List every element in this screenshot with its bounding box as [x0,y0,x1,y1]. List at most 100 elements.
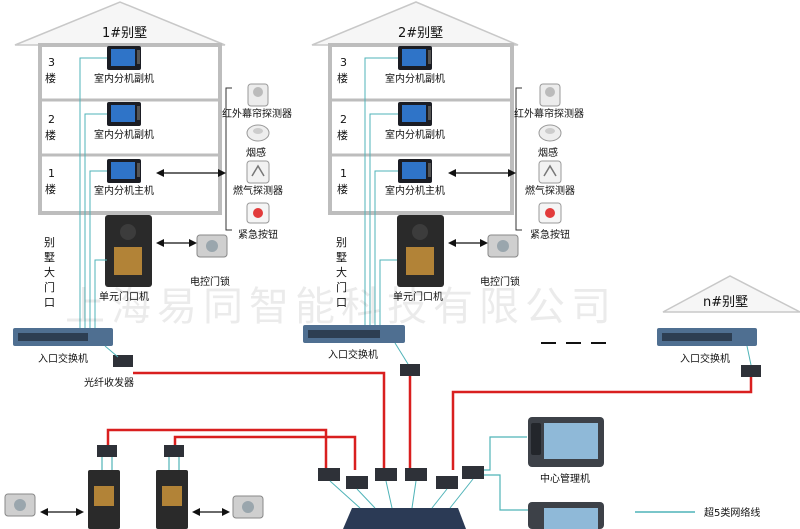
emergency-button-icon [538,202,562,224]
indoor-unit-screen-icon [398,46,432,70]
arrow-head-icon [480,239,488,247]
villa-2-unit-3: 室内分机副机 [385,72,445,85]
emergency-button-icon [246,202,270,224]
villa-2-unit-1: 室内分机主机 [385,184,445,197]
arrow-head-icon [156,239,164,247]
arrow-head-icon [156,169,164,177]
fiber-transceiver-icon [462,466,484,479]
villa-1-gate-station: 单元门口机 [99,290,149,303]
villa-2-lock: 电控门锁 [480,275,520,288]
villa-1-gate-label: 别墅大门口 [44,236,55,309]
arrow-head-icon [448,239,456,247]
villa-1-network-lines [79,57,107,330]
villa-1-sensor-bracket [225,87,232,231]
villa-2-title: 2#别墅 [398,26,443,41]
villa-1-sensor-smoke: 烟感 [246,146,266,159]
fiber-transceiver-icon [375,468,397,481]
infrared-detector-icon [247,83,269,107]
fiber-transceiver-icon [164,445,184,457]
villa-1-walls [38,43,222,215]
villa-1-unit-2: 室内分机副机 [94,128,154,141]
electric-lock-icon [4,493,36,517]
management-console-icon [528,502,604,529]
arrow-head-icon [218,169,226,177]
fiber-transceiver-icon [113,355,133,367]
villa-2-switch: 入口交换机 [328,348,378,361]
fiber-transceiver-icon [400,364,420,376]
arrow-head-icon [508,169,516,177]
network-switch-icon [657,328,757,346]
electric-lock-icon [232,495,264,519]
network-switch-icon [303,325,405,343]
villa-1-unit-1: 室内分机主机 [94,184,154,197]
smoke-detector-icon [538,124,562,142]
smoke-detector-icon [246,124,270,142]
company-watermark: 上海易同智能科技有限公司 [65,284,617,330]
fiber-transceiver-icon [436,476,458,489]
arrow-head-icon [40,508,48,516]
fiber-transceiver-icon [405,468,427,481]
indoor-unit-screen-icon [107,102,141,126]
network-switch-icon [13,328,113,346]
villa-1-switch: 入口交换机 [38,352,88,365]
arrow-head-icon [222,508,230,516]
villa-1-sensor-gas: 燃气探测器 [233,184,283,197]
indoor-unit-screen-icon [398,102,432,126]
management-console-icon [528,417,604,467]
fiber-lines [106,371,753,470]
villa-1-unit-3: 室内分机副机 [94,72,154,85]
arrow-head-icon [192,508,200,516]
villa-2-walls [328,43,514,215]
arrow-head-icon [189,239,197,247]
infrared-detector-icon [539,83,561,107]
electric-lock-icon [196,234,228,258]
door-station-icon [88,470,120,529]
villa-1-sensor-infrared: 红外幕帘探测器 [222,107,292,120]
villa-n: n#别墅 入口交换机 [657,275,800,377]
villa-n-title: n#别墅 [703,295,748,310]
villa-2-unit-2: 室内分机副机 [385,128,445,141]
villa-2-sensor-emergency: 紧急按钮 [530,228,570,241]
center-manager: 中心管理机 [540,472,590,485]
arrow-head-icon [76,508,84,516]
indoor-unit-screen-icon [107,159,141,183]
arrow-head-icon [448,169,456,177]
villa-2-network-lines [364,57,398,325]
fiber-transceiver-icon [741,365,761,377]
gas-detector-icon [246,160,270,184]
indoor-unit-screen-icon [398,159,432,183]
indoor-unit-screen-icon [107,46,141,70]
villa-n-switch: 入口交换机 [680,352,730,365]
core-switch-icon [343,508,466,529]
villa-1-sensor-emergency: 紧急按钮 [238,228,278,241]
villa-2-gate-label: 别墅大门口 [336,236,347,309]
fiber-transceiver-icon [346,476,368,489]
door-station-icon [397,215,444,287]
electric-lock-icon [487,234,519,258]
villa-2-gate-station: 单元门口机 [393,290,443,303]
villa-1-title: 1#别墅 [102,26,147,41]
gas-detector-icon [538,160,562,184]
fiber-transceiver-icon [97,445,117,457]
legend-cat5e-label: 超5类网络线 [704,506,760,519]
villa-2-sensor-bracket [515,87,522,231]
villa-2-sensor-gas: 燃气探测器 [525,184,575,197]
villa-2-sensor-infrared: 红外幕帘探测器 [514,107,584,120]
bottom-network-lines [329,478,474,509]
door-station-icon [105,215,152,287]
villa-2-sensor-smoke: 烟感 [538,146,558,159]
fiber-transceiver-icon [318,468,340,481]
villa-1-lock: 电控门锁 [190,275,230,288]
villa-n-roof [662,275,800,313]
villa-1-fiber: 光纤收发器 [84,376,134,389]
door-station-icon [156,470,188,529]
